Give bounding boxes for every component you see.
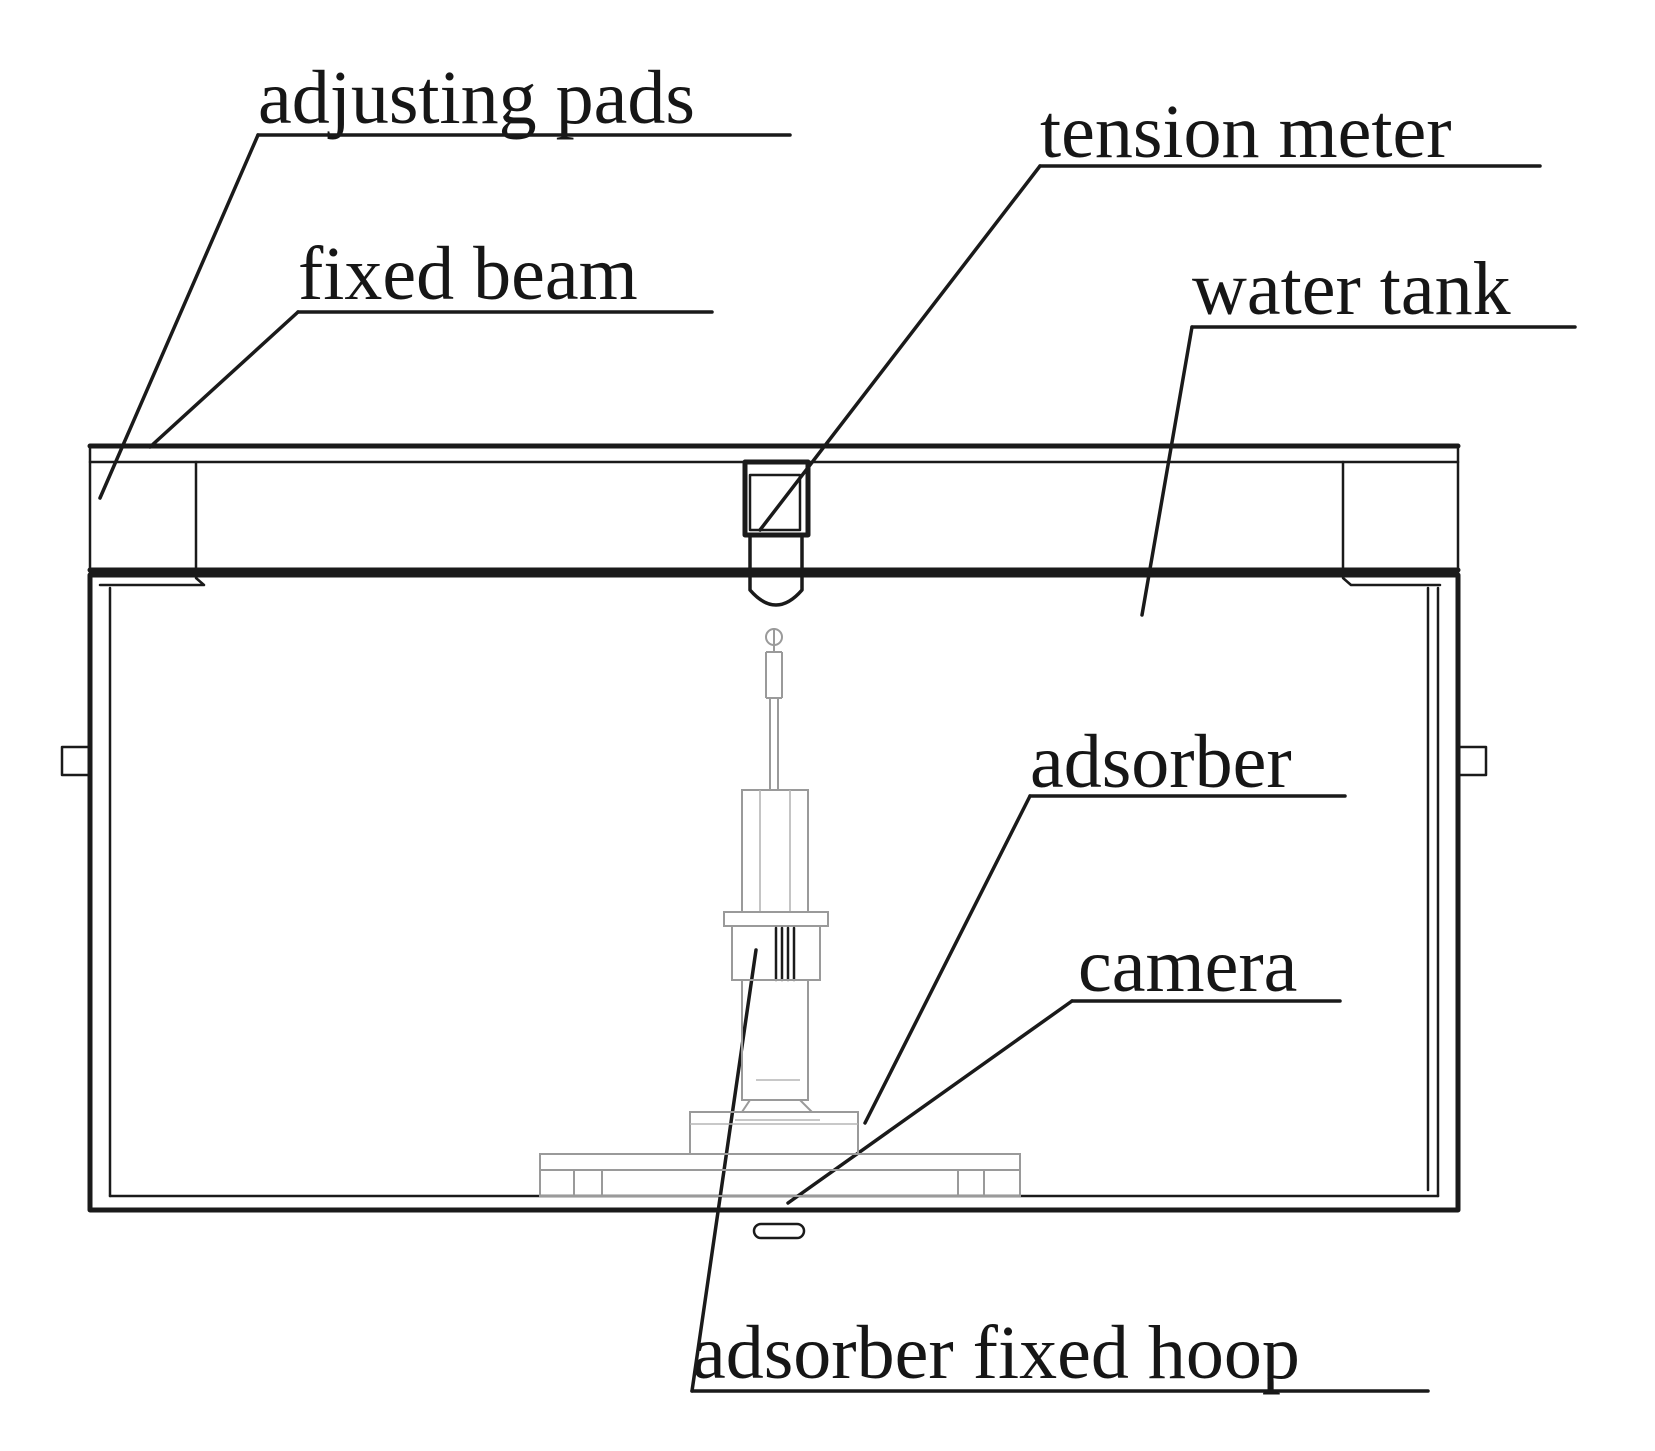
tank-handle-left (60, 745, 92, 777)
label-water-tank-group: water tank (1140, 247, 1577, 617)
leader-adjusting-pads (98, 133, 260, 500)
label-camera: camera (1078, 924, 1297, 1008)
label-adsorber-fixed-hoop: adsorber fixed hoop (692, 1311, 1300, 1395)
adsorber-assembly (723, 789, 829, 1113)
tank-handle-right (1456, 745, 1488, 777)
label-adjusting-pads: adjusting pads (258, 56, 695, 140)
leader-fixed-beam (148, 310, 300, 449)
label-camera-group: camera (786, 924, 1342, 1205)
leader-adsorber (863, 794, 1032, 1125)
leader-tension-meter (758, 164, 1042, 532)
label-fixed-beam: fixed beam (298, 232, 638, 316)
tension-meter (742, 459, 811, 607)
suspension-rod (765, 628, 783, 790)
water-tank (87, 572, 1461, 1213)
adsorber-fixed-hoop (539, 1153, 1021, 1197)
adsorber-spring (774, 926, 796, 982)
leader-camera (786, 999, 1074, 1205)
label-fixed-beam-group: fixed beam (148, 232, 714, 449)
label-adjusting-pads-group: adjusting pads (98, 56, 792, 500)
adjusting-pad-left (98, 460, 206, 587)
adsorber-plate (689, 1111, 859, 1155)
label-adsorber-fixed-hoop-group: adsorber fixed hoop (690, 948, 1430, 1395)
label-adsorber: adsorber (1030, 720, 1292, 804)
label-water-tank: water tank (1192, 247, 1511, 331)
camera (752, 1222, 806, 1240)
adjusting-pad-right (1341, 460, 1442, 587)
label-tension-meter: tension meter (1040, 90, 1452, 174)
label-adsorber-group: adsorber (863, 720, 1347, 1125)
leader-water-tank (1140, 325, 1194, 617)
